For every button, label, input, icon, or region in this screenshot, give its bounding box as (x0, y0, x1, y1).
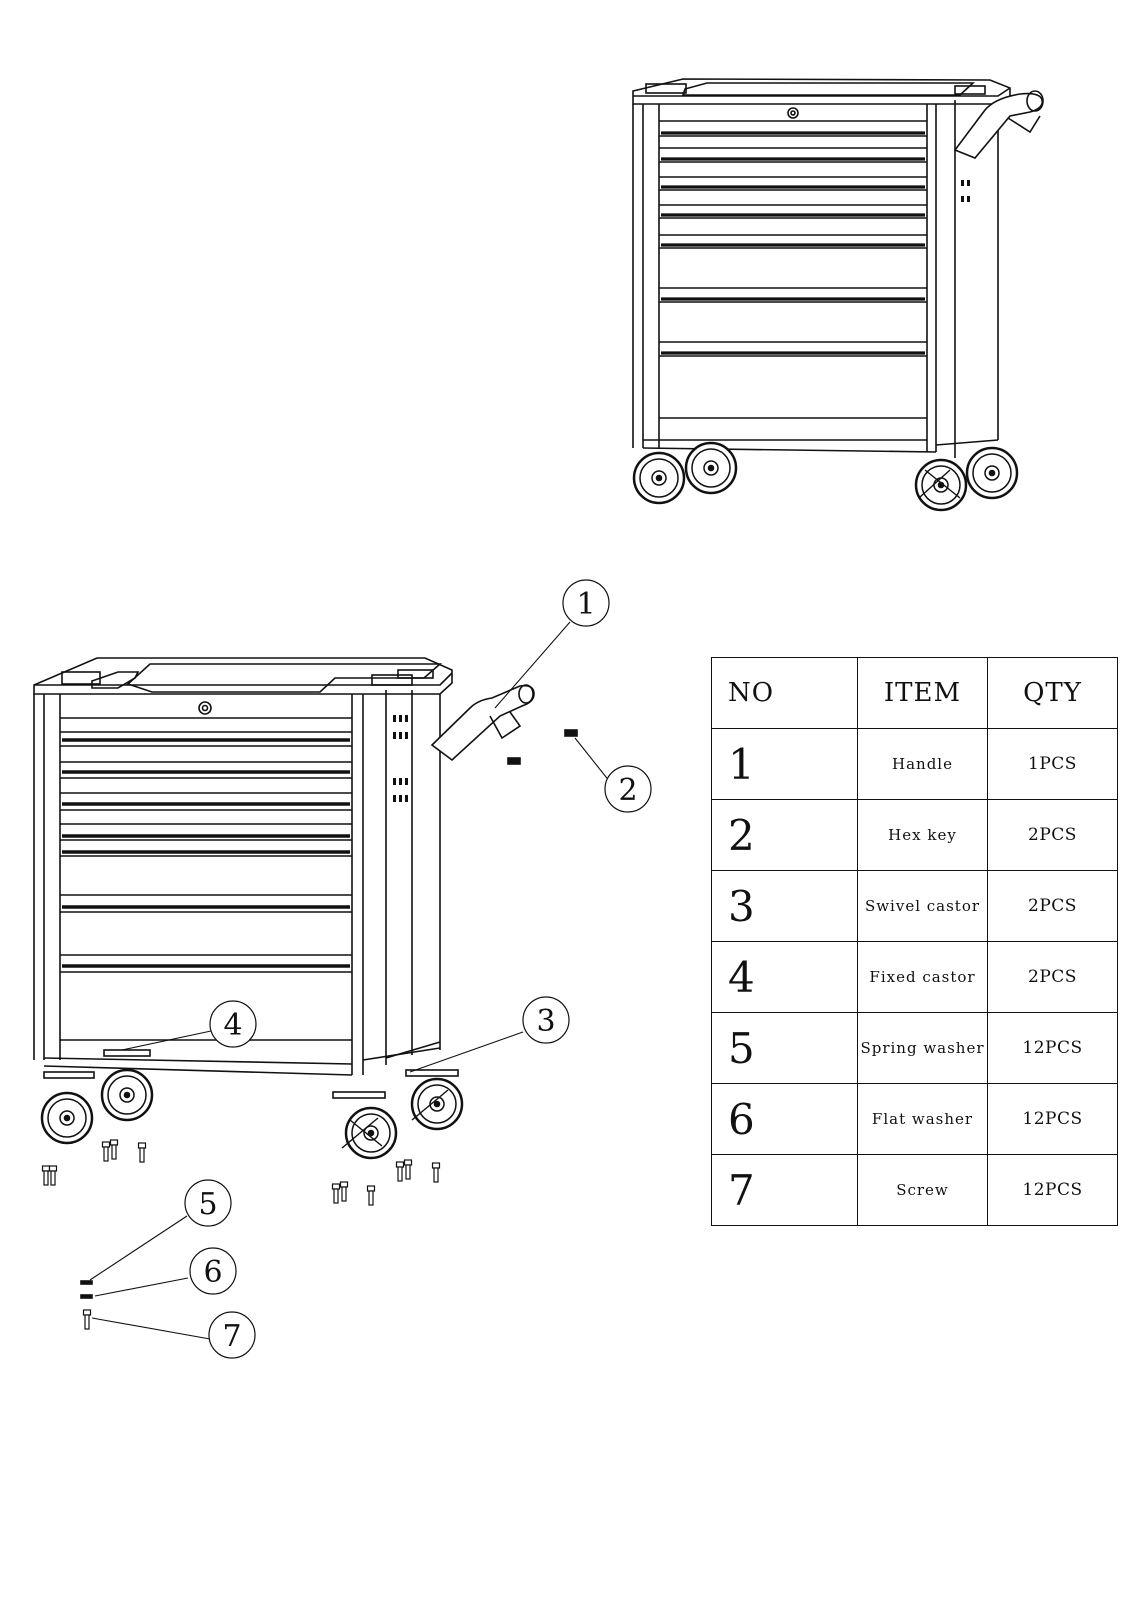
callout-5: 5 (184, 1179, 232, 1227)
row-qty: 2PCS (987, 941, 1118, 1013)
row-no: 6 (711, 1083, 858, 1155)
callout-4: 4 (209, 1000, 257, 1048)
row-item: Flat washer (857, 1083, 988, 1155)
row-qty: 12PCS (987, 1012, 1118, 1084)
exploded-cart-drawing (33, 657, 578, 1330)
row-no: 7 (711, 1154, 858, 1226)
header-qty: QTY (987, 657, 1118, 729)
row-no: 2 (711, 799, 858, 871)
table-row: 1 Handle 1PCS (711, 728, 1118, 800)
table-row: 2 Hex key 2PCS (711, 799, 1118, 871)
header-item: ITEM (857, 657, 988, 729)
row-item: Fixed castor (857, 941, 988, 1013)
table-row: 4 Fixed castor 2PCS (711, 941, 1118, 1013)
row-item: Spring washer (857, 1012, 988, 1084)
row-qty: 12PCS (987, 1083, 1118, 1155)
row-qty: 12PCS (987, 1154, 1118, 1226)
leader-lines (89, 621, 611, 1340)
row-no: 3 (711, 870, 858, 942)
parts-table-header-row: NO ITEM QTY (711, 657, 1118, 729)
parts-table: NO ITEM QTY 1 Handle 1PCS 2 Hex key 2PCS… (711, 657, 1118, 1226)
table-row: 6 Flat washer 12PCS (711, 1083, 1118, 1155)
callout-3-label: 3 (536, 1004, 555, 1039)
table-row: 3 Swivel castor 2PCS (711, 870, 1118, 942)
callout-5-label: 5 (198, 1187, 217, 1222)
row-qty: 2PCS (987, 799, 1118, 871)
row-item: Screw (857, 1154, 988, 1226)
callout-4-label: 4 (223, 1008, 242, 1043)
table-row: 5 Spring washer 12PCS (711, 1012, 1118, 1084)
row-no: 1 (711, 728, 858, 800)
callout-2-label: 2 (618, 773, 637, 808)
row-item: Swivel castor (857, 870, 988, 942)
row-no: 5 (711, 1012, 858, 1084)
callout-3: 3 (522, 996, 570, 1044)
callout-2: 2 (604, 765, 652, 813)
assembled-cart-drawing (632, 78, 1044, 512)
row-qty: 1PCS (987, 728, 1118, 800)
callout-7-label: 7 (222, 1319, 241, 1354)
callout-6: 6 (189, 1247, 237, 1295)
row-item: Handle (857, 728, 988, 800)
callout-7: 7 (208, 1311, 256, 1359)
row-item: Hex key (857, 799, 988, 871)
callout-6-label: 6 (203, 1255, 222, 1290)
row-no: 4 (711, 941, 858, 1013)
row-qty: 2PCS (987, 870, 1118, 942)
callout-1-label: 1 (576, 587, 595, 622)
callout-1: 1 (562, 579, 610, 627)
header-no: NO (711, 657, 858, 729)
table-row: 7 Screw 12PCS (711, 1154, 1118, 1226)
